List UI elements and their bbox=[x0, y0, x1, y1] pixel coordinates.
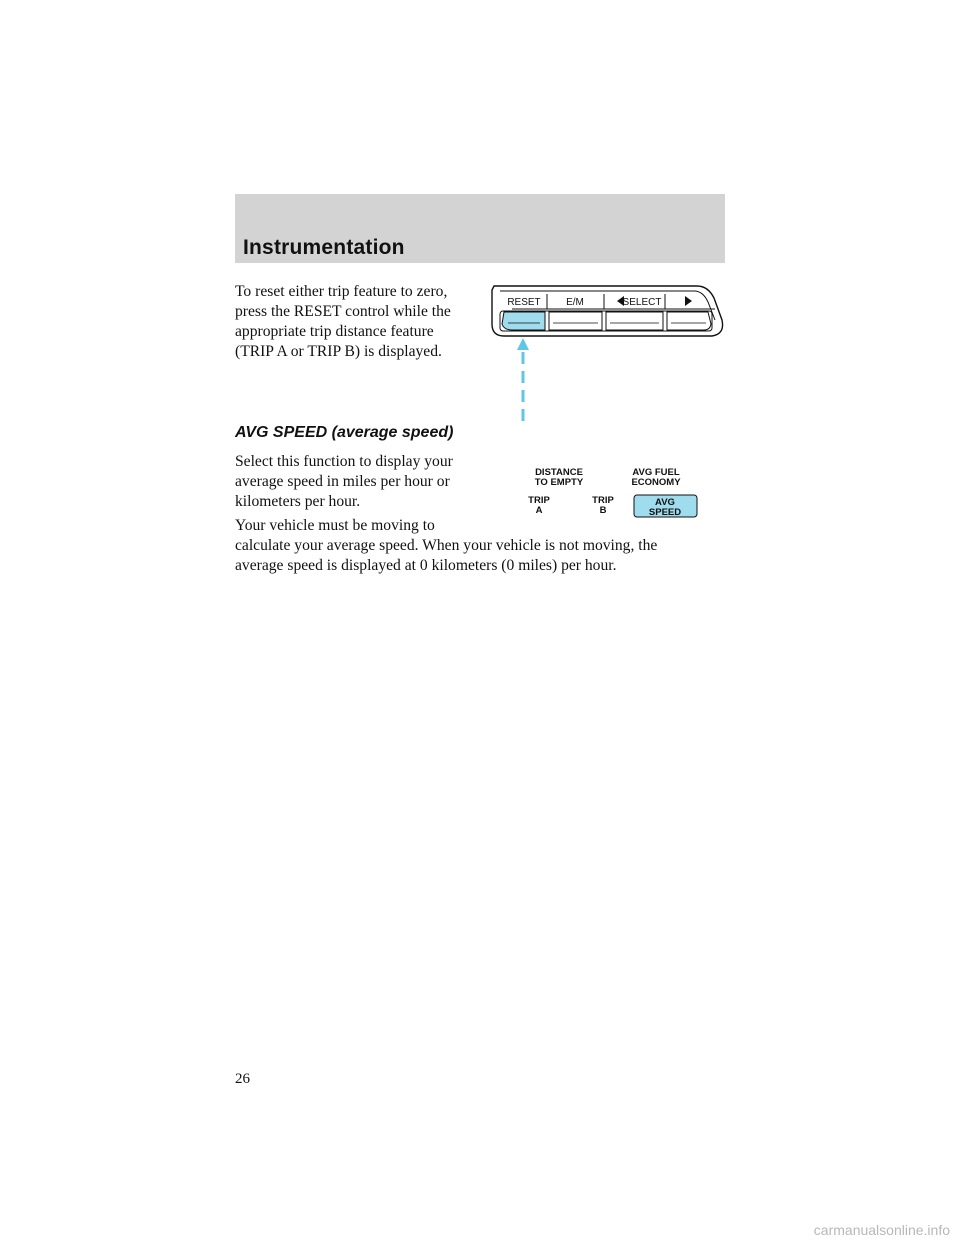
trip-b-label: TRIP bbox=[592, 495, 614, 506]
select-left-arrow-icon bbox=[617, 296, 624, 306]
avg-speed-note: Your vehicle must be moving to calculate… bbox=[235, 516, 657, 576]
display-modes-illustration: DISTANCE TO EMPTY AVG FUEL ECONOMY TRIP … bbox=[528, 467, 698, 518]
section-header: Instrumentation bbox=[235, 194, 725, 263]
select-left-button bbox=[605, 311, 664, 331]
section-title: Instrumentation bbox=[243, 236, 405, 259]
distance-to-empty-label: TO EMPTY bbox=[535, 477, 584, 488]
reset-label: RESET bbox=[507, 297, 540, 308]
distance-to-empty-label: DISTANCE bbox=[535, 467, 583, 478]
select-label: SELECT bbox=[623, 297, 662, 308]
text-line: average speed in miles per hour or bbox=[235, 473, 450, 490]
select-right-button bbox=[666, 311, 712, 331]
reset-button bbox=[501, 311, 546, 331]
text-line: Select this function to display your bbox=[235, 453, 453, 470]
em-label: E/M bbox=[566, 297, 584, 308]
text-line: average speed is displayed at 0 kilomete… bbox=[235, 557, 617, 574]
avg-fuel-economy-label: ECONOMY bbox=[631, 477, 681, 488]
text-line: Your vehicle must be moving to bbox=[235, 517, 435, 534]
trip-b-label: B bbox=[600, 505, 607, 516]
em-button bbox=[548, 311, 603, 331]
reset-instructions: To reset either trip feature to zero, pr… bbox=[235, 282, 451, 362]
avg-fuel-economy-label: AVG FUEL bbox=[632, 467, 680, 478]
avg-speed-heading: AVG SPEED (average speed) bbox=[235, 424, 454, 441]
trip-a-label: TRIP bbox=[528, 495, 550, 506]
avg-speed-description: Select this function to display your ave… bbox=[235, 452, 453, 512]
watermark: carmanualsonline.info bbox=[813, 1222, 950, 1238]
text-line: press the RESET control while the bbox=[235, 303, 451, 320]
trip-a-label: A bbox=[536, 505, 543, 516]
text-line: To reset either trip feature to zero, bbox=[235, 283, 448, 300]
avg-speed-label: AVG bbox=[655, 497, 675, 508]
select-right-arrow-icon bbox=[685, 296, 692, 306]
avg-speed-highlight bbox=[633, 494, 698, 518]
text-line: appropriate trip distance feature bbox=[235, 323, 434, 340]
text-line: kilometers per hour. bbox=[235, 493, 361, 510]
pointer-arrow-icon bbox=[517, 338, 529, 350]
text-line: (TRIP A or TRIP B) is displayed. bbox=[235, 343, 442, 360]
page-number: 26 bbox=[235, 1071, 250, 1087]
text-line: calculate your average speed. When your … bbox=[235, 537, 658, 554]
message-center-controls-illustration: RESET E/M SELECT bbox=[491, 285, 724, 424]
avg-speed-label: SPEED bbox=[649, 507, 681, 518]
